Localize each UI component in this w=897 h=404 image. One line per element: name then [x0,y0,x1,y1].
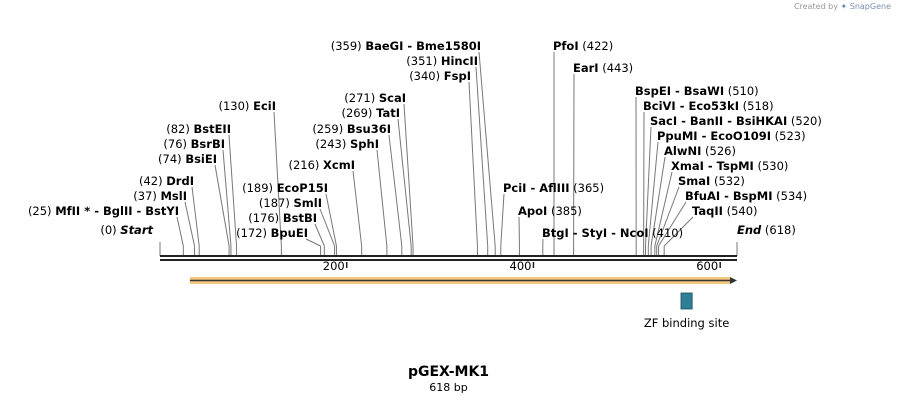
leader-line [325,193,337,247]
restriction-site-label: (359) BaeGI - Bme1580I [331,39,481,53]
restriction-site-label: XmaI - TspMI (530) [671,159,788,173]
restriction-site-label: (76) BsrBI [163,137,225,151]
start-label: (0) Start [100,223,153,237]
snapgene-logo-icon: ✦ [840,2,848,11]
restriction-site-label: AlwNI (526) [664,144,736,158]
orf-arrow-head [730,277,737,284]
restriction-site-label: BtgI - StyI - NcoI (410) [542,226,683,240]
restriction-site-label: SmaI (532) [678,174,745,188]
restriction-site-label: (82) BstEII [166,122,231,136]
restriction-site-label: (340) FspI [409,69,471,83]
restriction-site-label: BfuAI - BspMI (534) [685,189,807,203]
leader-line [214,164,230,247]
leader-line [352,170,363,247]
map-length: 618 bp [429,381,468,394]
restriction-site-label: (269) TatI [342,106,401,120]
restriction-site-label: (130) EciI [219,99,277,113]
leader-line [273,111,282,247]
scale-tick-label: 600 [696,259,718,273]
leader-line [191,186,200,247]
leader-line [500,193,505,247]
leader-line [388,134,403,247]
restriction-site-label: (25) MfII * - BglII - BstYI [28,204,179,218]
leader-line [656,186,680,247]
restriction-site-label: (187) SmlI [259,196,322,210]
leader-line [305,238,321,247]
credit-brand: SnapGene [849,2,891,11]
restriction-site-label: (74) BsiEI [158,152,217,166]
leader-line [397,118,412,247]
leader-line [663,216,694,247]
leader-line [176,216,184,247]
restriction-site-label: (243) SphI [315,137,379,151]
restriction-site-label: (176) BstBI [248,211,317,225]
restriction-site-label: (351) HincII [406,54,478,68]
restriction-site-label: PpuMI - EcoO109I (523) [657,129,806,143]
leader-line [654,171,673,247]
leader-line [222,149,232,247]
map-title: pGEX-MK1 [407,364,490,380]
leader-line [647,141,659,247]
leader-line [403,103,414,247]
restriction-site-label: PciI - AflIII (365) [503,181,604,195]
restriction-site-label: (271) ScaI [344,91,406,105]
leader-line [650,156,666,247]
restriction-site-label: EarI (443) [573,61,633,75]
leader-line [228,134,238,247]
restriction-site-label: PfoI (422) [553,39,613,53]
restriction-site-label: (37) MslI [133,189,187,203]
leader-line [184,201,196,247]
restriction-site-label: (189) EcoP15I [242,181,328,195]
restriction-site-label: BciVI - Eco53kI (518) [643,99,774,113]
restriction-site-label: (259) Bsu36I [312,122,391,136]
leader-line [478,51,496,247]
leader-line [645,126,652,247]
restriction-site-label: TaqII (540) [692,204,758,218]
restriction-site-label: ApoI (385) [518,204,582,218]
restriction-site-label: BspEI - BsaWI (510) [635,84,759,98]
scale-tick-label: 400 [510,259,532,273]
restriction-site-label: (172) BpuEI [236,226,308,240]
restriction-site-label: (216) XcmI [288,158,355,172]
feature-box [680,292,693,310]
leader-line [319,208,336,247]
restriction-site-label: SacI - BanII - BsiHKAI (520) [650,114,822,128]
leader-line [314,223,325,247]
snapgene-credit: Created by ✦ SnapGene [794,2,891,11]
leader-line [376,149,388,247]
restriction-site-label: (42) DrdI [139,174,194,188]
leader-line [658,201,687,247]
scale-tick-label: 200 [323,259,345,273]
credit-prefix: Created by [793,2,838,11]
feature-label: ZF binding site [644,316,729,330]
end-label: End (618) [737,223,796,237]
leader-line [475,66,489,247]
leader-line [468,81,478,247]
